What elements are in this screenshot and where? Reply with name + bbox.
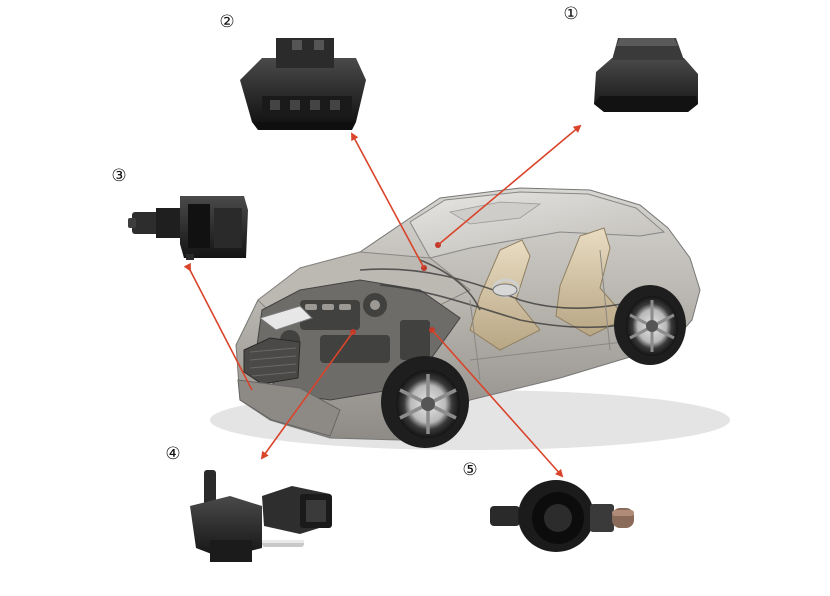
push-switch-part [128,196,248,260]
rubber-cap-part [594,38,698,112]
part-4-number-label: ④ [165,444,181,464]
arrow-to-part-2 [351,132,425,269]
arrow-to-part-5 [431,329,564,478]
part-2-number-label: ② [219,12,235,32]
callout-arrows [183,124,582,478]
part-1-number-label: ① [563,4,579,24]
arrow-to-part-4 [260,331,354,460]
arrow-to-part-3 [183,262,253,391]
part-3-number-label: ③ [111,166,127,186]
rear-seat [555,227,627,337]
solenoid-valve-part [190,470,332,562]
sensor-part [490,480,634,552]
part-5-number-label: ⑤ [462,460,478,480]
rear-wheel [614,285,686,365]
connector-housing-part [240,38,366,130]
cutaway-car [210,187,730,450]
front-wheel [381,356,469,448]
arrow-to-part-1 [437,124,582,246]
